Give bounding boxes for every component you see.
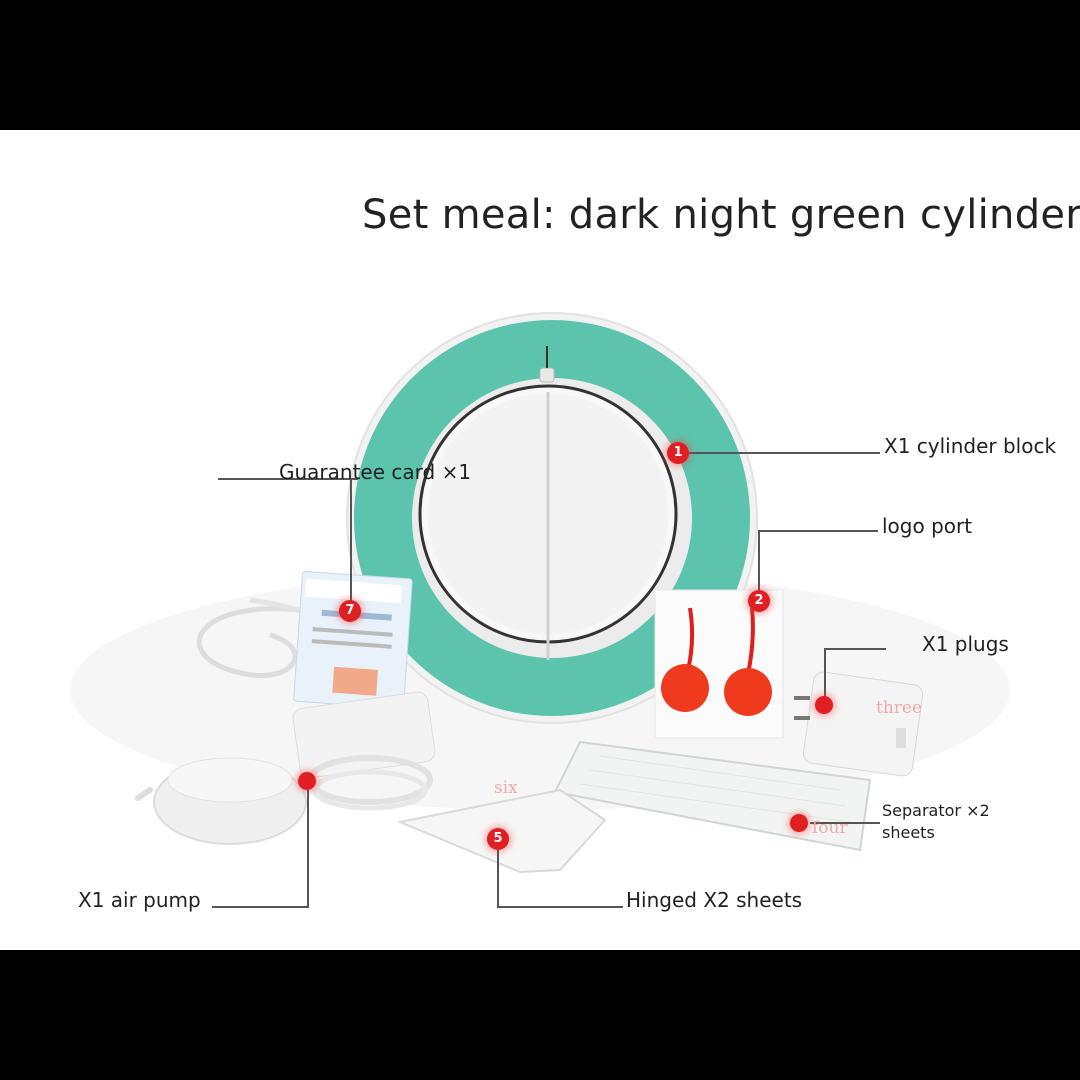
marker-6 <box>298 772 316 790</box>
label-logo-port: logo port <box>882 514 973 538</box>
label-guarantee-card: Guarantee card ×1 <box>279 460 472 484</box>
marker-5: 5 <box>487 828 509 850</box>
marker-3 <box>815 696 833 714</box>
guarantee-card-art <box>293 571 413 709</box>
plug-art <box>794 671 924 777</box>
ghost-label-six: six <box>494 778 518 798</box>
air-pump-art <box>135 757 307 845</box>
leader-line-plugs-vertical <box>824 648 826 698</box>
ghost-label-three: three <box>876 698 923 718</box>
leader-line-logo <box>758 530 878 532</box>
product-illustration <box>70 312 1010 874</box>
leader-line-separator <box>810 822 880 824</box>
page-title: Set meal: dark night green cylinder <box>362 192 1080 238</box>
marker-4 <box>790 814 808 832</box>
leader-line-guarantee <box>218 478 358 480</box>
label-cylinder-block: X1 cylinder block <box>884 434 1057 458</box>
leader-line-guarantee-vertical <box>350 478 352 606</box>
label-plugs: X1 plugs <box>922 632 1009 656</box>
logo-sheet-art <box>654 589 784 739</box>
leader-line-logo-vertical <box>758 530 760 592</box>
product-photo: Set meal: dark night green cylinder 1 X1… <box>0 130 1080 950</box>
ghost-label-four: four <box>812 818 848 838</box>
label-hinged-sheets: Hinged X2 sheets <box>626 888 803 912</box>
leader-line-cylinder <box>688 452 880 454</box>
marker-1: 1 <box>667 442 689 464</box>
leader-line-hinged <box>497 906 623 908</box>
leader-line-pump-vertical <box>307 790 309 906</box>
label-separator-line2: sheets <box>882 823 935 842</box>
bottom-letterbox-bar <box>0 950 1080 1080</box>
top-letterbox-bar <box>0 0 1080 130</box>
label-separator-line1: Separator ×2 <box>882 801 990 820</box>
marker-2: 2 <box>748 590 770 612</box>
marker-7: 7 <box>339 600 361 622</box>
label-separator: Separator ×2 sheets <box>882 800 990 844</box>
leader-line-hinged-vertical <box>497 850 499 906</box>
leader-line-pump <box>212 906 309 908</box>
label-air-pump: X1 air pump <box>78 888 201 912</box>
leader-line-plugs <box>824 648 886 650</box>
